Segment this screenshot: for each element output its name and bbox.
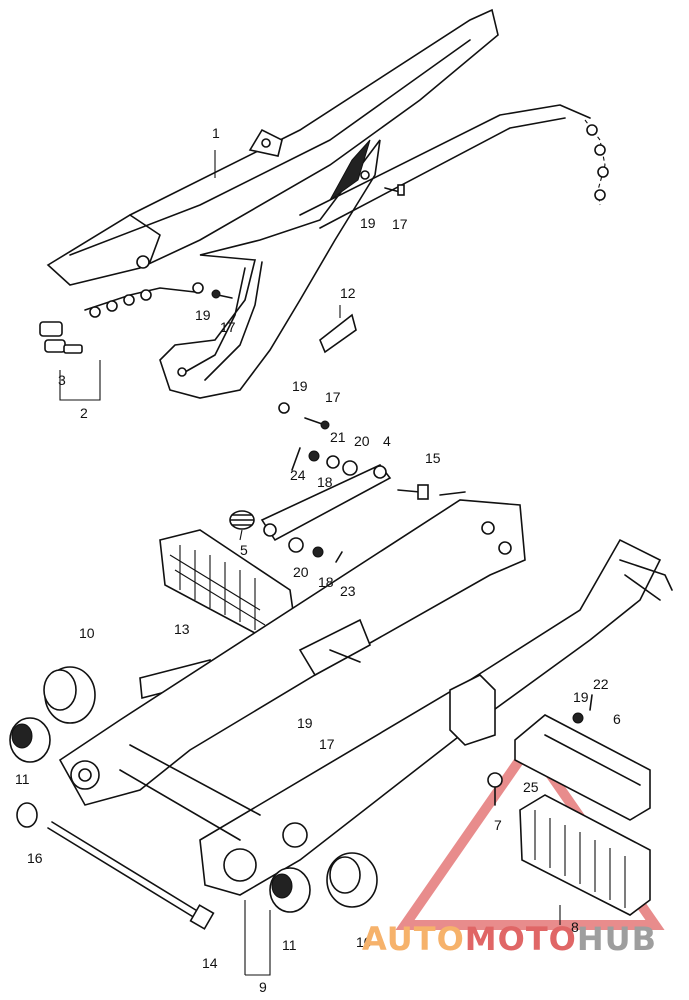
callout-number: 11 [282, 937, 297, 953]
callout-number: 1 [212, 125, 220, 141]
callout-number: 2 [80, 405, 88, 421]
callout-number: 18 [318, 574, 334, 590]
pivot-bolt [47, 821, 215, 930]
bolts-and-washers-upper [192, 170, 405, 430]
chain-master-link [39, 321, 83, 354]
bushing-right [269, 867, 311, 913]
torque-link [260, 447, 392, 563]
watermark-moto: MOTO [465, 920, 577, 958]
callout-number: 9 [259, 979, 267, 995]
callout-number: 25 [523, 779, 539, 795]
callout-number: 22 [593, 676, 609, 692]
callout-number: 6 [613, 711, 621, 727]
callout-number: 20 [354, 433, 370, 449]
callout-number: 19 [195, 307, 211, 323]
callout-number: 13 [174, 621, 190, 637]
drive-chain [84, 104, 609, 318]
callout-number: 5 [240, 542, 248, 558]
callout-number: 23 [340, 583, 356, 599]
callout-number: 11 [15, 771, 30, 787]
callout-number: 16 [27, 850, 43, 866]
swingarm [58, 499, 673, 896]
footrest-bracket-right [514, 694, 651, 821]
callout-number: 14 [202, 955, 218, 971]
callout-number: 19 [573, 689, 589, 705]
callout-labels: 1 2 3 4 5 6 7 8 9 10 10 11 11 12 13 14 1… [15, 125, 621, 995]
callout-number: 21 [330, 429, 346, 445]
callout-number: 17 [319, 736, 335, 752]
pivot-nut [16, 802, 38, 828]
chain-case-cover [46, 8, 499, 399]
callout-number: 12 [340, 285, 356, 301]
callout-number: 15 [425, 450, 441, 466]
callout-number: 7 [494, 817, 502, 833]
callout-number: 4 [383, 433, 391, 449]
decal-label [319, 313, 357, 354]
callout-number: 17 [220, 319, 236, 335]
callout-number: 17 [325, 389, 341, 405]
watermark-auto: AUTO [362, 920, 465, 958]
footrest-pin [487, 772, 503, 806]
watermark-text: AUTOMOTOHUB [362, 920, 657, 958]
bolt-15 [397, 484, 466, 500]
callout-number: 19 [360, 215, 376, 231]
callout-number: 18 [317, 474, 333, 490]
bushing-left [9, 717, 51, 763]
callout-number: 3 [58, 372, 66, 388]
watermark-hub: HUB [577, 920, 657, 958]
callout-number: 8 [571, 919, 579, 935]
dust-seal-left [43, 666, 96, 724]
footrest-rubber-right [519, 794, 651, 916]
callout-number: 17 [392, 216, 408, 232]
leader-lines [59, 150, 561, 976]
callout-number: 10 [79, 625, 95, 641]
callout-number: 10 [356, 934, 372, 950]
spring [229, 510, 255, 530]
callout-number: 19 [297, 715, 313, 731]
callout-number: 19 [292, 378, 308, 394]
callout-number: 24 [290, 467, 306, 483]
dust-seal-right [326, 852, 378, 908]
callout-number: 20 [293, 564, 309, 580]
